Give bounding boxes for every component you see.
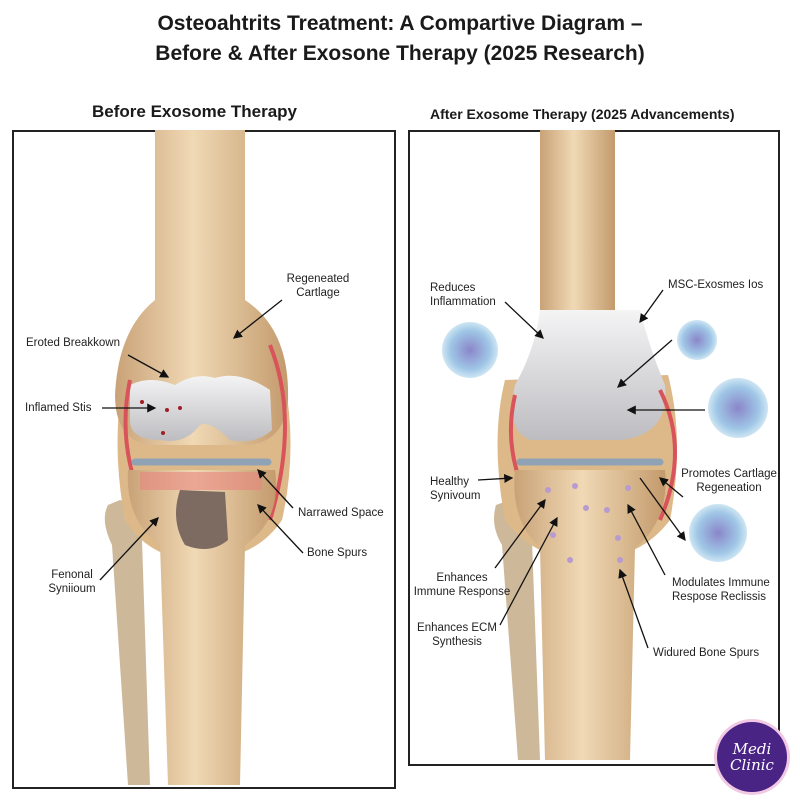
right-panel-title: After Exosome Therapy (2025 Advancements… xyxy=(430,106,735,122)
label-line: Enhances xyxy=(436,572,488,584)
exosome-3 xyxy=(708,378,768,438)
after-knee xyxy=(442,130,768,760)
label-line: Reduces xyxy=(430,282,476,294)
label-line: Regeneated xyxy=(286,273,350,285)
label-msc-exosomes: MSC-Exosmes Ios xyxy=(668,279,764,291)
exosome-4 xyxy=(689,504,747,562)
title-line-1: Osteoahtrits Treatment: A Compartive Dia… xyxy=(157,12,643,35)
label-arrows xyxy=(99,289,705,649)
label-line: Healthy xyxy=(430,476,469,488)
label-bone-spurs: Bone Spurs xyxy=(307,547,368,559)
regenerated-cartilage xyxy=(512,310,666,440)
exosome-2 xyxy=(677,320,717,360)
label-widured-bone-spurs: Widured Bone Spurs xyxy=(653,647,760,659)
tibia xyxy=(514,470,666,760)
bone-lesion xyxy=(176,490,228,549)
before-knee xyxy=(104,130,291,785)
fibula xyxy=(104,500,150,785)
label-line: Respose Reclissis xyxy=(672,591,766,603)
exosome-1 xyxy=(442,322,498,378)
synovium xyxy=(268,344,287,521)
label-line: Fenonal xyxy=(51,569,93,581)
label-line: Promotes Cartlage xyxy=(681,468,777,480)
tibia xyxy=(127,470,277,785)
label-line: Cartlage xyxy=(296,287,340,299)
label-narrowed-space: Narrawed Space xyxy=(298,507,384,519)
label-line: Synivoum xyxy=(430,490,481,502)
label-line: Immune Response xyxy=(413,586,511,598)
label-line: Enhances ECM xyxy=(417,622,497,634)
medi-clinic-logo: Medi Clinic xyxy=(717,722,787,792)
label-line: Regeneation xyxy=(696,482,762,494)
label-line: Inflammation xyxy=(430,296,496,308)
label-eroded-breakdown: Eroted Breakkown xyxy=(26,337,120,349)
fibula xyxy=(494,500,540,760)
label-line: Modulates Immune xyxy=(672,577,770,589)
logo-line-1: Medi xyxy=(732,740,772,758)
synovium xyxy=(658,389,677,521)
femur xyxy=(540,130,615,330)
logo-line-2: Clinic xyxy=(730,756,774,774)
left-panel-title: Before Exosome Therapy xyxy=(92,102,298,121)
label-enhances-ecm: Enhances ECM Synthesis xyxy=(417,621,497,649)
label-line: Synthesis xyxy=(432,636,482,648)
worn-cartilage xyxy=(130,375,272,442)
label-line: Syniioum xyxy=(48,583,96,595)
label-inflamed-sites: Inflamed Stis xyxy=(25,402,92,414)
femur xyxy=(115,130,289,445)
title-line-2: Before & After Exosone Therapy (2025 Res… xyxy=(155,42,645,65)
